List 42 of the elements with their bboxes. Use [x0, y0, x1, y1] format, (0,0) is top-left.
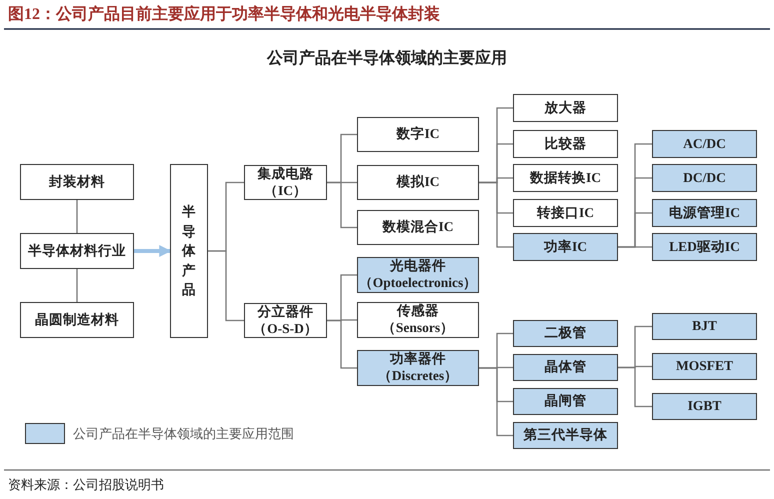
category-box: 转接口IC: [513, 199, 618, 227]
highlighted-box: 功率IC: [513, 233, 618, 261]
highlighted-box: IGBT: [652, 393, 757, 420]
vertical-box: 半导体产品: [170, 164, 208, 338]
category-box: 分立器件（O-S-D）: [244, 303, 327, 338]
highlighted-box: AC/DC: [652, 130, 757, 158]
highlighted-box: 晶闸管: [513, 388, 618, 415]
source-note: 资料来源：公司招股说明书: [8, 476, 164, 494]
heading: 图12：公司产品目前主要应用于功率半导体和光电半导体封装: [8, 4, 440, 25]
category-box: 数模混合IC: [357, 210, 479, 245]
category-box: 晶圆制造材料: [20, 302, 134, 338]
highlighted-box: LED驱动IC: [652, 233, 757, 261]
highlighted-box: DC/DC: [652, 164, 757, 192]
legend-label: 公司产品在半导体领域的主要应用范围: [73, 425, 294, 443]
highlighted-box: 第三代半导体: [513, 422, 618, 449]
highlighted-box: BJT: [652, 313, 757, 340]
category-box: 封装材料: [20, 164, 134, 200]
connector-line: [76, 269, 78, 302]
category-box: 比较器: [513, 130, 618, 158]
highlighted-box: 二极管: [513, 320, 618, 347]
connector-line: [327, 320, 357, 369]
highlighted-box: 功率器件（Discretes）: [357, 350, 479, 386]
category-box: 数据转换IC: [513, 164, 618, 192]
arrow: [134, 245, 172, 257]
highlighted-box: 晶体管: [513, 354, 618, 381]
connector-line: [76, 200, 78, 233]
connector-line: [618, 246, 652, 248]
subheading: 公司产品在半导体领域的主要应用: [266, 48, 508, 69]
connector-line: [479, 367, 513, 436]
category-box: 半导体材料行业: [20, 233, 134, 269]
category-box: 传感器（Sensors）: [357, 302, 479, 338]
category-box: 集成电路（IC）: [244, 165, 327, 200]
connector-line: [618, 366, 652, 408]
connector-line: [208, 250, 244, 322]
highlighted-box: MOSFET: [652, 353, 757, 380]
highlighted-box: 电源管理IC: [652, 199, 757, 227]
category-box: 放大器: [513, 94, 618, 122]
category-box: 模拟IC: [357, 165, 479, 200]
connector-line: [479, 182, 513, 248]
connector-line: [327, 182, 357, 228]
highlighted-box: 光电器件（Optoelectronics）: [357, 257, 479, 293]
category-box: 数字IC: [357, 117, 479, 152]
